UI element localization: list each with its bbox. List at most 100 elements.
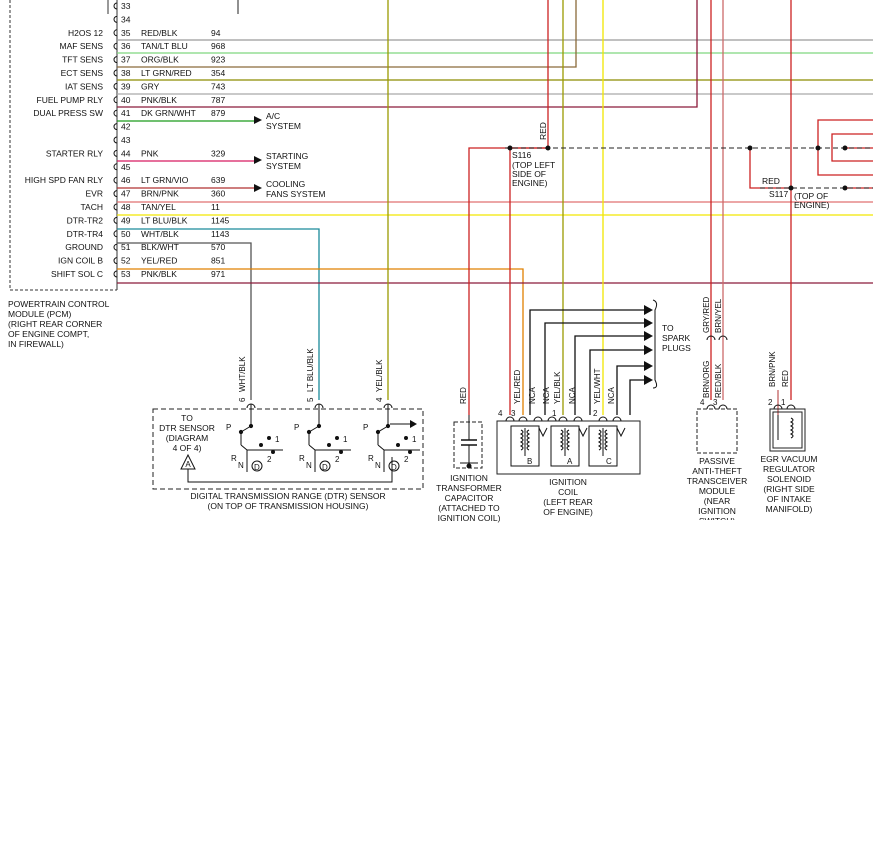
circuit-number: 743 bbox=[211, 81, 225, 91]
drive-circle-icon bbox=[251, 460, 263, 472]
pcm-signal-name: GROUND bbox=[65, 242, 103, 252]
svg-text:4 OF 4): 4 OF 4) bbox=[173, 443, 202, 453]
wire-color-code: LT BLU/BLK bbox=[141, 215, 188, 225]
wire-color-code: DK GRN/WHT bbox=[141, 108, 196, 118]
svg-text:(NEAR: (NEAR bbox=[704, 496, 730, 506]
circuit-number: 787 bbox=[211, 95, 225, 105]
coil-wire-label: NCA bbox=[528, 386, 537, 404]
pin-socket-icon bbox=[113, 203, 118, 211]
wire-color-code: GRY bbox=[141, 81, 160, 91]
label-clip bbox=[690, 520, 750, 540]
svg-text:3: 3 bbox=[511, 409, 516, 418]
dtr-wire-label: LT BLU/BLK bbox=[306, 348, 315, 392]
ignition-capacitor: RED IGNITION TRANSFORMER CAPACITOR (ATTA… bbox=[436, 387, 502, 523]
pcm-signal-name: SHIFT SOL C bbox=[51, 269, 103, 279]
reference-triangle-icon: A bbox=[180, 453, 196, 470]
coil-label: IGNITION bbox=[549, 477, 587, 487]
wire-color-code: ORG/BLK bbox=[141, 55, 179, 65]
circuit-number: 971 bbox=[211, 269, 225, 279]
svg-text:C: C bbox=[606, 457, 612, 466]
s117-id: S117 bbox=[769, 189, 788, 199]
svg-text:(ATTACHED TO: (ATTACHED TO bbox=[438, 503, 500, 513]
pin-socket-icon bbox=[113, 270, 118, 278]
pcm-pin-number: 35 bbox=[121, 28, 131, 38]
pin-socket-icon bbox=[113, 243, 118, 251]
switch-position-label: P bbox=[226, 423, 231, 432]
coil-wire-label: NCA bbox=[542, 386, 551, 404]
ac-label: SYSTEM bbox=[266, 121, 301, 131]
switch-position-label: 1 bbox=[343, 435, 348, 444]
pcm-signal-name: DTR-TR2 bbox=[67, 215, 104, 225]
pcm-pin-number: 37 bbox=[121, 55, 131, 65]
arrow-right-icon bbox=[644, 345, 653, 355]
wire-color-code: RED/BLK bbox=[141, 28, 178, 38]
ac-label: A/C bbox=[266, 111, 280, 121]
dtr-label: (ON TOP OF TRANSMISSION HOUSING) bbox=[208, 501, 369, 511]
pin-socket-icon bbox=[113, 96, 118, 104]
pcm-label-line: (RIGHT REAR CORNER bbox=[8, 319, 102, 329]
egr-solenoid: BRN/PNK RED 2 1 EGR VACUUM REGULATOR SOL… bbox=[761, 351, 818, 514]
pin-socket-icon bbox=[113, 257, 118, 265]
pcm-pin-number: 52 bbox=[121, 256, 131, 266]
pin-socket-icon bbox=[113, 176, 118, 184]
pcm-pin-row: 34 bbox=[113, 14, 131, 24]
cooling-label: COOLING bbox=[266, 179, 305, 189]
pcm-signal-name: STARTER RLY bbox=[46, 148, 103, 158]
s116-wire-label: RED bbox=[538, 122, 548, 140]
svg-text:IGNITION: IGNITION bbox=[698, 506, 736, 516]
coil-wire-label: YEL/WHT bbox=[593, 368, 602, 404]
pcm-pin-number: 33 bbox=[121, 1, 131, 11]
splice-s117: RED S117 (TOP OF ENGINE) bbox=[762, 176, 830, 210]
s116-id: S116 bbox=[512, 150, 531, 160]
arrow-right-icon bbox=[644, 331, 653, 341]
destination-starting: STARTING SYSTEM bbox=[254, 151, 308, 171]
pin-socket-icon bbox=[113, 29, 118, 37]
pin-socket-icon bbox=[113, 2, 118, 10]
pcm-pin-number: 51 bbox=[121, 242, 131, 252]
pin-socket-icon bbox=[113, 230, 118, 238]
pcm-pin-row: 42 bbox=[113, 122, 131, 132]
svg-text:5: 5 bbox=[306, 397, 315, 402]
wire-color-code: PNK/BLK bbox=[141, 269, 177, 279]
pin-socket-icon bbox=[113, 190, 118, 198]
switch-position-label: 2 bbox=[267, 455, 272, 464]
pcm-pin-number: 45 bbox=[121, 162, 131, 172]
svg-text:PLUGS: PLUGS bbox=[662, 343, 691, 353]
wire-runs bbox=[117, 0, 873, 415]
switch-position-label: N bbox=[375, 461, 381, 470]
pcm-signal-name: DUAL PRESS SW bbox=[33, 108, 103, 118]
coil-label: (LEFT REAR bbox=[543, 497, 592, 507]
svg-text:2: 2 bbox=[593, 409, 598, 418]
arrow-right-icon bbox=[254, 116, 262, 124]
svg-text:TO: TO bbox=[662, 323, 674, 333]
wire-color-code: LT GRN/RED bbox=[141, 68, 192, 78]
circuit-number: 94 bbox=[211, 28, 221, 38]
pcm-pin-number: 42 bbox=[121, 122, 131, 132]
switch-position-label: 1 bbox=[275, 435, 280, 444]
pcm-pin-number: 47 bbox=[121, 189, 131, 199]
pcm-pin-number: 46 bbox=[121, 175, 131, 185]
svg-text:DTR SENSOR: DTR SENSOR bbox=[159, 423, 215, 433]
pin-socket-icon bbox=[113, 149, 118, 157]
svg-text:4: 4 bbox=[498, 409, 503, 418]
svg-text:2: 2 bbox=[768, 398, 773, 407]
svg-text:OF INTAKE: OF INTAKE bbox=[767, 494, 812, 504]
svg-text:ANTI-THEFT: ANTI-THEFT bbox=[692, 466, 742, 476]
pats-module: GRY/RED BRN/YEL BRN/ORG RED/BLK 4 3 PASS… bbox=[687, 296, 747, 526]
svg-text:PASSIVE: PASSIVE bbox=[699, 456, 735, 466]
dtr-wire-label: WHT/BLK bbox=[238, 356, 247, 392]
pcm-signal-name: FUEL PUMP RLY bbox=[37, 95, 104, 105]
svg-text:A: A bbox=[185, 460, 191, 469]
destination-ac: A/C SYSTEM bbox=[254, 111, 301, 131]
switch-position-label: R bbox=[368, 454, 374, 463]
svg-text:SPARK: SPARK bbox=[662, 333, 691, 343]
circuit-number: 851 bbox=[211, 256, 225, 266]
wire-color-code: YEL/RED bbox=[141, 256, 177, 266]
